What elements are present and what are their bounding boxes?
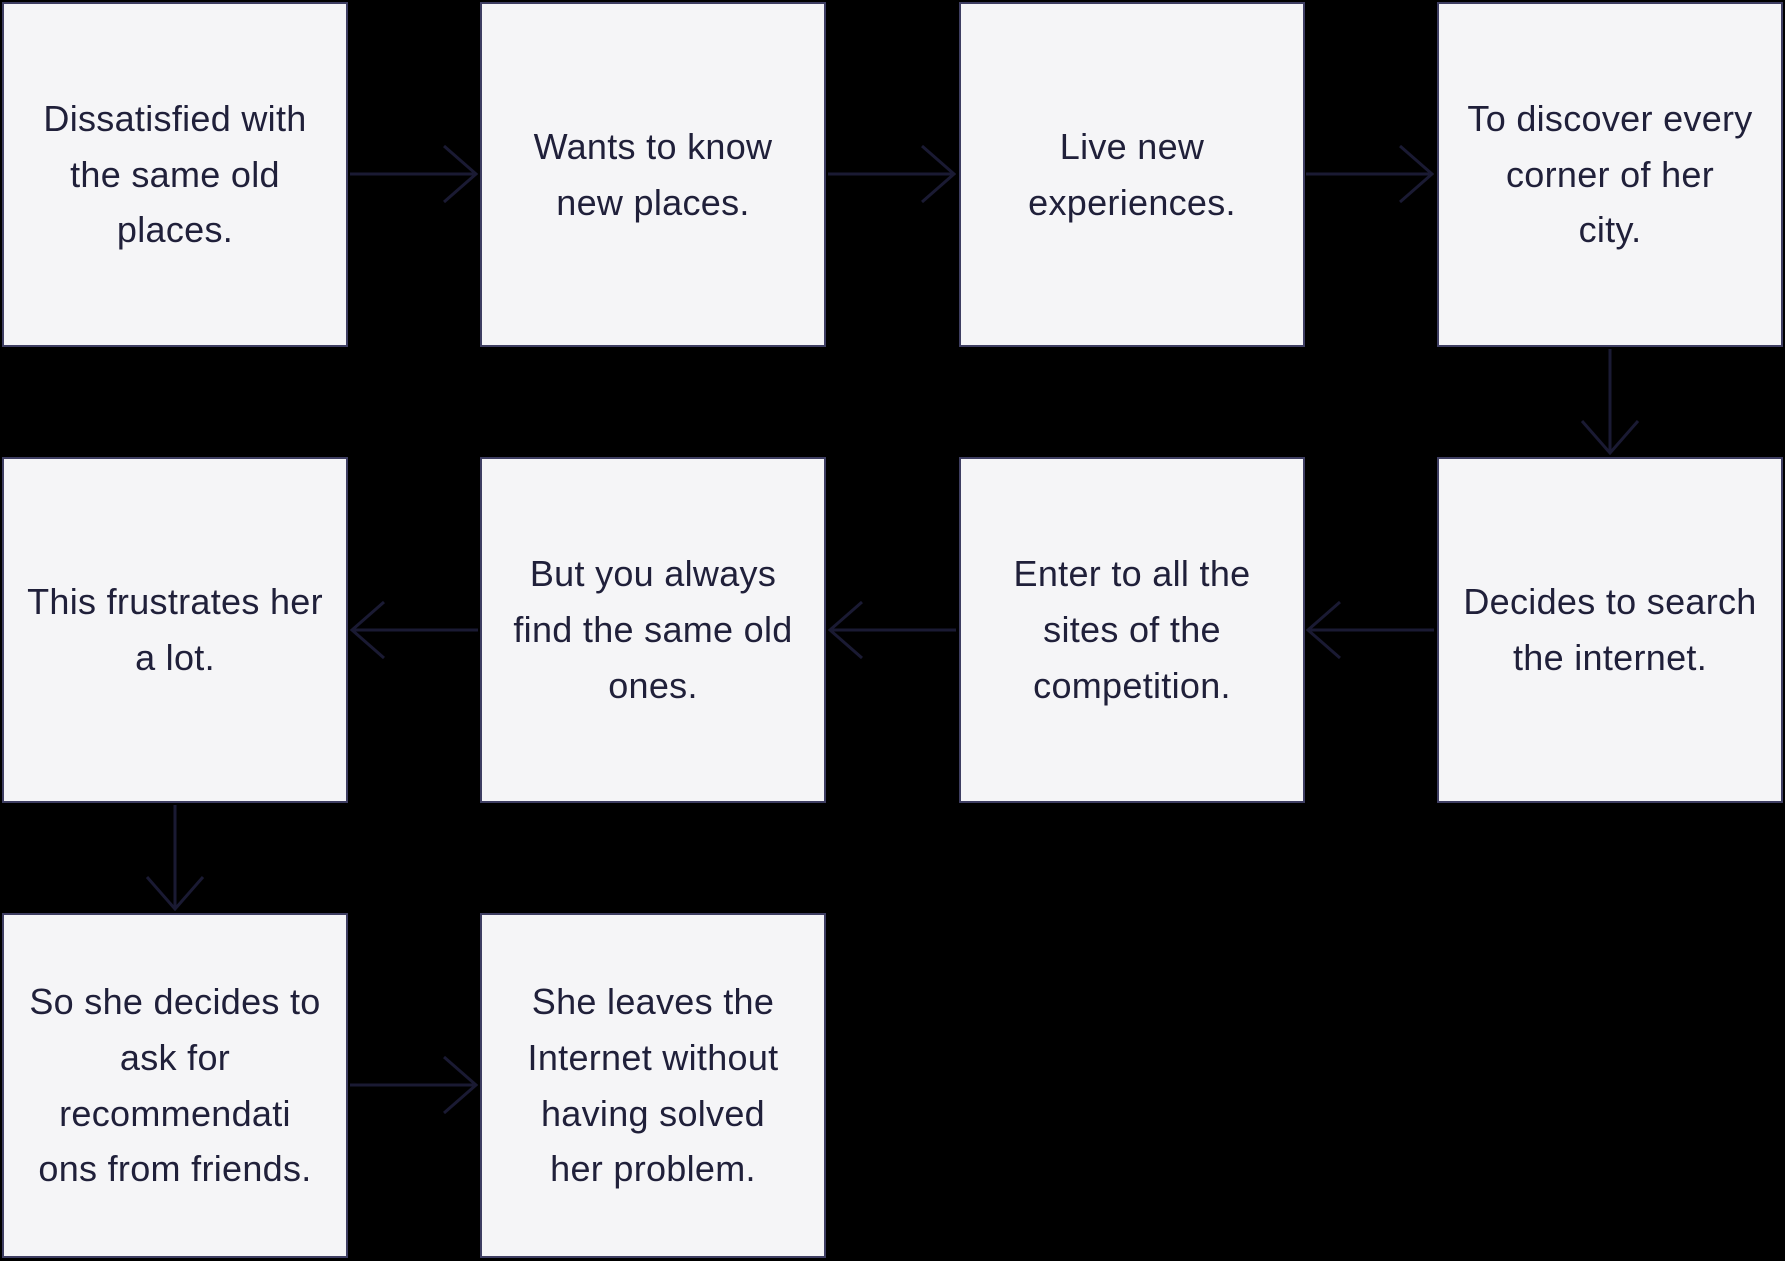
flow-node-leaves-internet-unsolved: She leaves the Internet without having s… (480, 913, 826, 1258)
flow-node-label: This frustrates her a lot. (27, 581, 323, 678)
flow-node-ask-recommendations: So she decides to ask for recommendati o… (2, 913, 348, 1258)
flow-node-label: But you always find the same old ones. (513, 553, 793, 706)
flow-node-label: Decides to search the internet. (1463, 581, 1757, 678)
flow-node-live-new-experiences: Live new experiences. (959, 2, 1305, 347)
arrow-right-icon (350, 144, 478, 204)
flow-node-label: Dissatisfied with the same old places. (43, 97, 307, 251)
flow-node-label: So she decides to ask for recommendati o… (29, 980, 321, 1190)
flow-node-frustrates-her: This frustrates her a lot. (2, 457, 348, 803)
flow-node-label: Live new experiences. (1028, 125, 1236, 223)
flow-node-wants-new-places: Wants to know new places. (480, 2, 826, 347)
arrow-down-icon (1580, 349, 1640, 455)
arrow-left-icon (828, 600, 956, 660)
flow-node-label: Wants to know new places. (533, 125, 773, 223)
flow-node-label: She leaves the Internet without having s… (527, 980, 779, 1190)
flow-node-label: Enter to all the sites of the competitio… (1013, 553, 1251, 706)
flow-node-find-same-old-ones: But you always find the same old ones. (480, 457, 826, 803)
arrow-down-icon (145, 805, 205, 911)
flow-node-dissatisfied: Dissatisfied with the same old places. (2, 2, 348, 347)
flow-node-enter-competition-sites: Enter to all the sites of the competitio… (959, 457, 1305, 803)
arrow-right-icon (350, 1055, 478, 1115)
arrow-left-icon (350, 600, 478, 660)
flow-node-label: To discover every corner of her city. (1467, 97, 1753, 251)
arrow-right-icon (1306, 144, 1434, 204)
flow-node-decides-search-internet: Decides to search the internet. (1437, 457, 1783, 803)
arrow-right-icon (828, 144, 956, 204)
arrow-left-icon (1306, 600, 1434, 660)
flow-node-discover-every-corner: To discover every corner of her city. (1437, 2, 1783, 347)
